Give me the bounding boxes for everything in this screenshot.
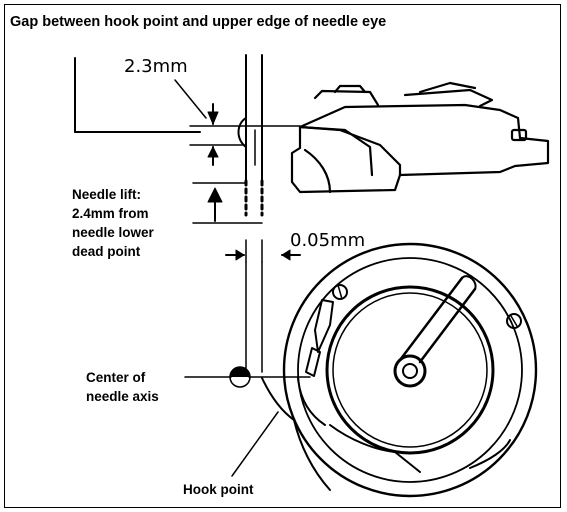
center-axis-line-2: needle axis [86, 389, 159, 404]
gap-arrow-bottom [207, 146, 219, 166]
dimension-lines [174, 79, 301, 224]
lift-arrow [207, 187, 223, 222]
needle-lift-line-2: 2.4mm from [72, 206, 149, 221]
needle-lift-line-3: needle lower [72, 225, 154, 240]
rotary-hook [261, 242, 538, 498]
needle-lift-line-4: dead point [72, 244, 141, 259]
needle-lift-label: Needle lift: 2.4mm from needle lower dea… [72, 185, 154, 261]
center-axis-label: Center of needle axis [86, 368, 159, 406]
needle-axis-guides [184, 261, 311, 388]
gap-arrow-top [207, 103, 219, 125]
diagram-title: Gap between hook point and upper edge of… [10, 14, 387, 30]
needle [237, 54, 264, 217]
needle-lift-line-1: Needle lift: [72, 187, 142, 202]
clearance-measurement: 0.05mm [290, 230, 366, 251]
gap-measurement: 2.3mm [124, 56, 188, 77]
clearance-arrows [225, 239, 301, 263]
center-axis-line-1: Center of [86, 370, 146, 385]
hook-assembly [290, 81, 550, 194]
hook-point-leader [231, 411, 279, 477]
hook-point-label: Hook point [183, 482, 254, 497]
reference-bracket [74, 57, 201, 133]
